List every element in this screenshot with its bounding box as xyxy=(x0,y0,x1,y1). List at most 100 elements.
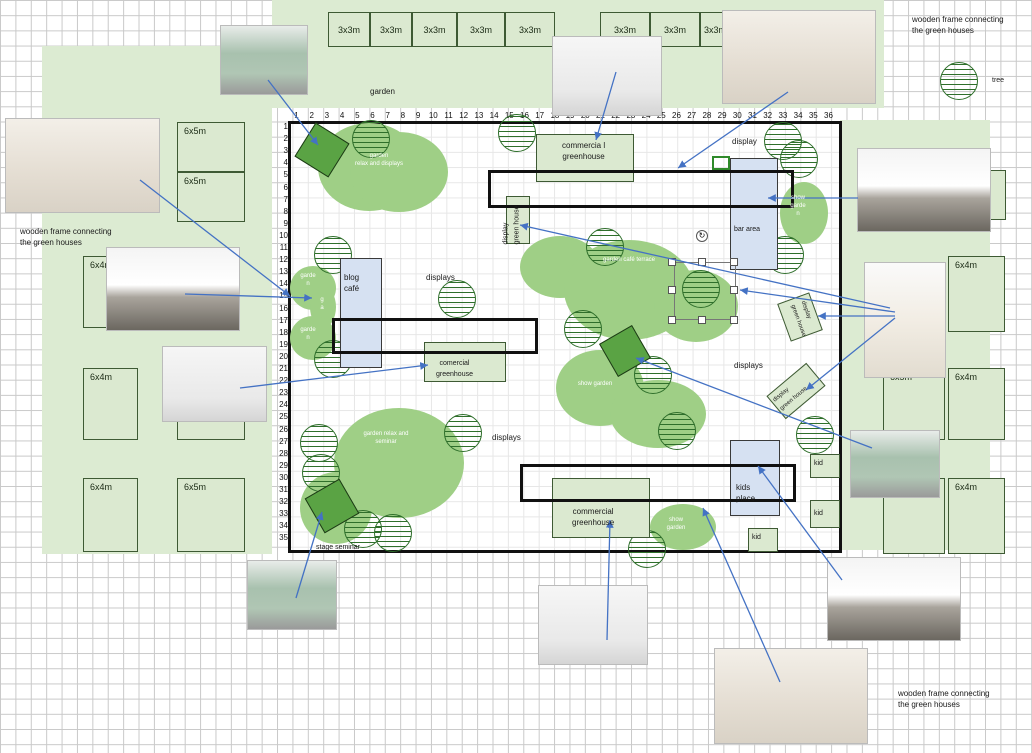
arrow-12 xyxy=(805,317,896,391)
arrow-5 xyxy=(295,511,324,599)
garden-left-1-label: garde n xyxy=(300,273,316,287)
row-number: 10 xyxy=(279,230,288,240)
mint-house-photo-right xyxy=(850,430,940,498)
kid-box-3 xyxy=(748,528,778,552)
courtyard-photo-bottom-right xyxy=(827,557,961,641)
tree-icon-7 xyxy=(586,228,624,266)
display-green-house-vertical xyxy=(506,196,530,244)
small-green-square xyxy=(712,156,730,170)
row-number: 35 xyxy=(279,533,288,543)
plot-right-6x5: 6x5m xyxy=(883,368,945,440)
column-number: 2 xyxy=(309,111,314,120)
selection-handle[interactable] xyxy=(730,286,738,294)
column-number: 26 xyxy=(672,111,681,120)
arrow-1 xyxy=(267,79,319,146)
plot-left-6x4-c: 6x4m xyxy=(83,478,138,552)
selection-handle[interactable] xyxy=(668,316,676,324)
row-number: 3 xyxy=(283,146,288,156)
arrow-16 xyxy=(702,507,781,683)
commercial-greenhouse-bottom xyxy=(552,478,650,538)
garden-relax-label: garden relax and displays xyxy=(354,153,404,167)
kid-3-label: kid xyxy=(752,534,761,541)
plot-3x3-5: 3x3m xyxy=(505,12,555,47)
display-gh-vertical-label: display green house xyxy=(502,205,521,245)
tree-icon-13 xyxy=(444,414,482,452)
show-garden-right-circle xyxy=(780,182,828,244)
tree-icon-17 xyxy=(374,514,412,552)
row-number: 1 xyxy=(283,122,288,131)
display-label-top-right: display xyxy=(732,137,757,146)
selection-handle[interactable] xyxy=(698,316,706,324)
selection-handle[interactable] xyxy=(730,316,738,324)
column-number: 7 xyxy=(385,111,390,120)
mint-house-photo-top xyxy=(220,25,308,95)
row-number: 2 xyxy=(283,134,288,144)
bar-area xyxy=(730,158,778,270)
courtyard-photo-right xyxy=(857,148,991,232)
plot-3x3-1: 3x3m xyxy=(328,12,370,47)
column-number: 8 xyxy=(400,111,406,120)
row-number: 9 xyxy=(283,218,288,228)
column-number: 34 xyxy=(793,111,803,120)
kids-place-label: kids place xyxy=(736,483,756,503)
garden-left-3-label: garde n xyxy=(300,327,316,341)
arrow-14 xyxy=(757,465,843,581)
row-number: 19 xyxy=(279,339,288,349)
wooden-frame-mid xyxy=(332,318,538,354)
arrow-3 xyxy=(184,293,313,302)
blog-cafe xyxy=(340,258,382,368)
plot-left-6x5-b: 6x5m xyxy=(177,172,245,222)
garden-seminar-label: garden relax and seminar xyxy=(363,431,409,445)
row-number: 29 xyxy=(279,460,288,470)
row-number: 6 xyxy=(283,182,288,192)
column-number: 1 xyxy=(294,111,299,120)
tree-icon-2 xyxy=(498,114,536,152)
displays-lower-label: displays xyxy=(492,433,521,442)
wooden-frame-top xyxy=(488,170,794,208)
column-number: 35 xyxy=(808,111,818,120)
plot-right-6x4-c: 6x4m xyxy=(948,478,1005,554)
wooden-frame-photo-bottom xyxy=(714,648,868,744)
show-garden-mid-label: show garden xyxy=(577,381,613,387)
arrow-9 xyxy=(519,222,891,309)
plot-right-6x4-b: 6x4m xyxy=(948,368,1005,440)
tree-icon-6 xyxy=(438,280,476,318)
row-number: 30 xyxy=(279,472,288,482)
show-garden-bottom-label: show garden xyxy=(666,517,686,531)
tree-icon-11 xyxy=(658,412,696,450)
tree-icon-1 xyxy=(352,120,390,158)
wooden-frame-note-left: wooden frame connecting the green houses xyxy=(20,227,112,247)
row-number: 33 xyxy=(279,509,288,519)
row-number: 23 xyxy=(279,388,288,398)
blog-cafe-label: blog café xyxy=(344,273,360,293)
plot-right-6x4-a: 6x4m xyxy=(948,256,1005,332)
arrow-6 xyxy=(594,71,617,141)
column-number: 5 xyxy=(355,111,360,120)
row-number: 27 xyxy=(279,436,288,446)
selection-handle[interactable] xyxy=(668,286,676,294)
courtyard-photo-left xyxy=(106,247,240,331)
column-number: 3 xyxy=(324,111,330,120)
row-number: 5 xyxy=(283,170,288,180)
rotate-handle-icon[interactable]: ↻ xyxy=(696,230,708,242)
row-number: 32 xyxy=(279,497,288,507)
column-number: 31 xyxy=(748,111,757,120)
row-number: 21 xyxy=(279,364,288,373)
row-number: 22 xyxy=(279,376,288,386)
kids-place xyxy=(730,440,780,516)
row-number: 4 xyxy=(283,158,288,168)
column-number: 13 xyxy=(474,111,484,120)
row-number: 17 xyxy=(279,315,288,325)
arrow-10 xyxy=(739,287,896,313)
stage-seminar-label: stage seminar xyxy=(316,544,360,551)
row-number: 26 xyxy=(279,424,288,434)
displays-right-label: displays xyxy=(734,361,763,370)
commercial-greenhouse-top xyxy=(536,134,634,182)
selection-handle[interactable] xyxy=(730,258,738,266)
row-number: 7 xyxy=(283,194,288,204)
row-number: 16 xyxy=(279,303,288,313)
column-number: 14 xyxy=(489,111,499,120)
arrow-2 xyxy=(139,179,291,297)
wooden-frame-note-bottom: wooden frame connecting the green houses xyxy=(898,689,990,709)
